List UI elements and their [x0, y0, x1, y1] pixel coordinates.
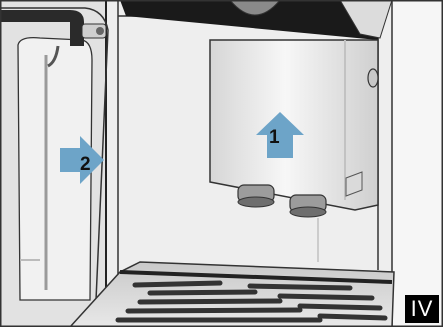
- step-1-label: 1: [269, 128, 280, 147]
- side-button: [368, 69, 378, 87]
- panel-number-badge: IV: [405, 295, 439, 323]
- machine-right-side: [392, 0, 443, 327]
- step-2-label: 2: [80, 155, 91, 174]
